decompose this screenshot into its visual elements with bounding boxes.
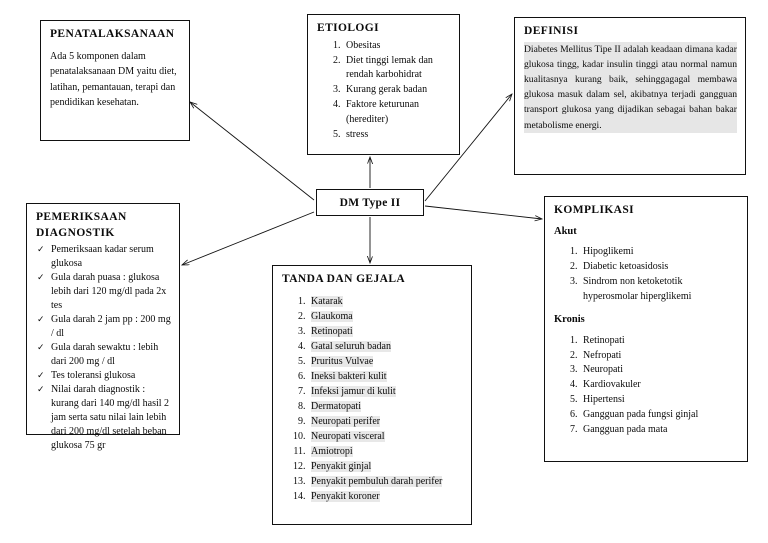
komplikasi-kronis-item: Kardiovakuler <box>580 378 739 393</box>
tanda-gejala-item-text: Penyakit koroner <box>311 490 380 502</box>
definisi-title: DEFINISI <box>524 25 579 37</box>
tanda-gejala-list: KatarakGlaukomaRetinopatiGatal seluruh b… <box>282 294 463 504</box>
tanda-gejala-item-text: Retinopati <box>311 325 353 337</box>
etiologi-item: Diet tinggi lemak dan rendah karbohidrat <box>343 54 451 84</box>
tanda-gejala-item-text: Infeksi jamur di kulit <box>311 385 396 397</box>
tanda-gejala-item: Ineksi bakteri kulit <box>308 369 463 384</box>
komplikasi-akut-label: Akut <box>554 225 577 237</box>
box-komplikasi[interactable]: KOMPLIKASI Akut HipoglikemiDiabetic keto… <box>544 196 748 462</box>
definisi-body: Diabetes Mellitus Tipe II adalah keadaan… <box>524 41 737 133</box>
komplikasi-akut-item: Hipoglikemi <box>580 245 739 260</box>
tanda-gejala-item: Infeksi jamur di kulit <box>308 384 463 399</box>
komplikasi-kronis-list: RetinopatiNefropatiNeuropatiKardiovakule… <box>554 334 739 438</box>
tanda-gejala-item-text: Glaukoma <box>311 310 353 322</box>
etiologi-item: Faktore keturunan (herediter) <box>343 98 451 128</box>
komplikasi-akut-item: Sindrom non ketoketotik hyperosmolar hip… <box>580 275 739 305</box>
tanda-gejala-item-text: Penyakit ginjal <box>311 460 372 472</box>
tanda-gejala-item: Neuropati visceral <box>308 429 463 444</box>
etiologi-item: Kurang gerak badan <box>343 83 451 98</box>
tanda-gejala-title: TANDA DAN GEJALA <box>282 273 406 285</box>
penatalaksanaan-body: Ada 5 komponen dalam penatalaksanaan DM … <box>50 50 177 109</box>
tanda-gejala-item-text: Penyakit pembuluh darah perifer <box>311 475 443 487</box>
pemeriksaan-item: Nilai darah diagnostik : kurang dari 140… <box>36 383 171 453</box>
tanda-gejala-item: Neuropati perifer <box>308 414 463 429</box>
arrow-to-penatalaksanaan <box>190 102 315 201</box>
etiologi-title: ETIOLOGI <box>317 22 379 34</box>
komplikasi-kronis-item: Neuropati <box>580 363 739 378</box>
tanda-gejala-item-text: Katarak <box>311 295 343 307</box>
komplikasi-kronis-label: Kronis <box>554 314 585 326</box>
box-pemeriksaan-diagnostik[interactable]: PEMERIKSAAN DIAGNOSTIK Pemeriksaan kadar… <box>26 203 180 451</box>
pemeriksaan-item: Pemeriksaan kadar serum glukosa <box>36 243 171 271</box>
central-node-label: DM Type II <box>339 196 401 209</box>
pemeriksaan-item: Tes toleransi glukosa <box>36 369 171 383</box>
tanda-gejala-item: Retinopati <box>308 324 463 339</box>
pemeriksaan-item: Gula darah sewaktu : lebih dari 200 mg /… <box>36 341 171 369</box>
penatalaksanaan-title: PENATALAKSANAAN <box>50 28 175 40</box>
komplikasi-kronis-item: Nefropati <box>580 349 739 364</box>
tanda-gejala-item: Gatal seluruh badan <box>308 339 463 354</box>
arrow-to-komplikasi <box>424 205 542 219</box>
etiologi-item: Obesitas <box>343 39 451 54</box>
pemeriksaan-title-line1: PEMERIKSAAN <box>36 211 127 223</box>
komplikasi-kronis-item: Gangguan pada fungsi ginjal <box>580 408 739 423</box>
tanda-gejala-item: Penyakit koroner <box>308 489 463 504</box>
tanda-gejala-item-text: Pruritus Vulvae <box>311 355 374 367</box>
komplikasi-akut-item: Diabetic ketoasidosis <box>580 260 739 275</box>
tanda-gejala-item: Katarak <box>308 294 463 309</box>
tanda-gejala-item-text: Ineksi bakteri kulit <box>311 370 387 382</box>
box-etiologi[interactable]: ETIOLOGI ObesitasDiet tinggi lemak dan r… <box>307 14 460 155</box>
etiologi-list: ObesitasDiet tinggi lemak dan rendah kar… <box>317 39 451 143</box>
tanda-gejala-item: Penyakit pembuluh darah perifer <box>308 474 463 489</box>
pemeriksaan-title-line2: DIAGNOSTIK <box>36 226 115 239</box>
komplikasi-kronis-item: Retinopati <box>580 334 739 349</box>
komplikasi-kronis-item: Hipertensi <box>580 393 739 408</box>
tanda-gejala-item-text: Neuropati visceral <box>311 430 385 442</box>
tanda-gejala-item: Pruritus Vulvae <box>308 354 463 369</box>
tanda-gejala-item-text: Neuropati perifer <box>311 415 381 427</box>
pemeriksaan-list: Pemeriksaan kadar serum glukosaGula dara… <box>36 243 171 453</box>
tanda-gejala-item-text: Amiotropi <box>311 445 353 457</box>
tanda-gejala-item-text: Dermatopati <box>311 400 361 412</box>
tanda-gejala-item: Amiotropi <box>308 444 463 459</box>
box-definisi[interactable]: DEFINISI Diabetes Mellitus Tipe II adala… <box>514 17 746 175</box>
tanda-gejala-item: Glaukoma <box>308 309 463 324</box>
arrow-to-pemeriksaan <box>182 211 315 265</box>
etiologi-item: stress <box>343 128 451 143</box>
komplikasi-akut-list: HipoglikemiDiabetic ketoasidosisSindrom … <box>554 245 739 304</box>
box-penatalaksanaan[interactable]: PENATALAKSANAAN Ada 5 komponen dalam pen… <box>40 20 190 141</box>
pemeriksaan-item: Gula darah 2 jam pp : 200 mg / dl <box>36 313 171 341</box>
tanda-gejala-item-text: Gatal seluruh badan <box>311 340 391 352</box>
komplikasi-kronis-item: Gangguan pada mata <box>580 423 739 438</box>
komplikasi-title: KOMPLIKASI <box>554 204 635 216</box>
central-node[interactable]: DM Type II <box>316 189 424 216</box>
tanda-gejala-item: Penyakit ginjal <box>308 459 463 474</box>
tanda-gejala-item: Dermatopati <box>308 399 463 414</box>
box-tanda-dan-gejala[interactable]: TANDA DAN GEJALA KatarakGlaukomaRetinopa… <box>272 265 472 525</box>
pemeriksaan-item: Gula darah puasa : glukosa lebih dari 12… <box>36 271 171 313</box>
